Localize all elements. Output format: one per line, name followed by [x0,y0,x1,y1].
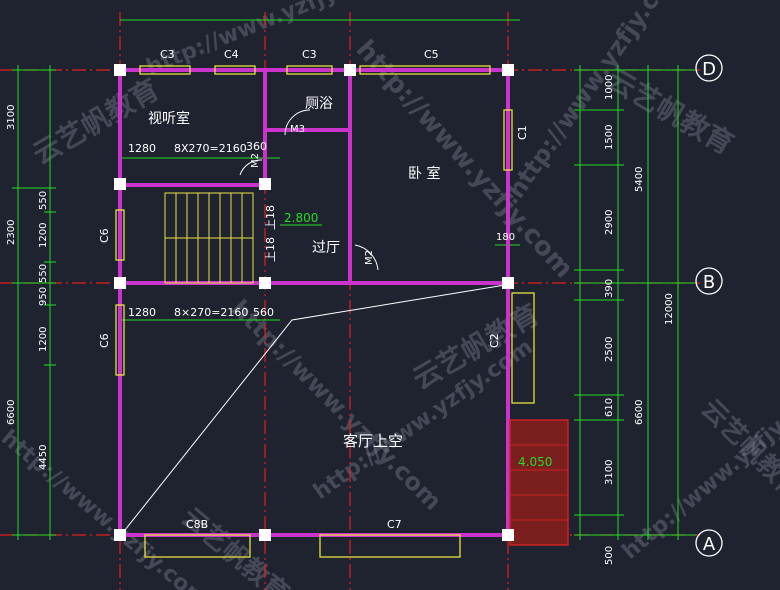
stair-dim: 8X270=2160 [174,142,247,155]
dim-text: 1200 [38,223,49,248]
axis-bubbles: D B A [695,54,723,557]
stair-dim: 8×270=2160 [174,306,248,319]
dim-text: 180 [496,232,515,243]
dim-text: 550 [38,264,49,283]
window-label: C6 [98,228,111,243]
room-living-void: 客厅上空 [343,432,403,450]
dim-text: 390 [604,279,615,298]
dimension-lines [12,19,696,540]
window-label: C1 [516,125,529,140]
window-label: C6 [98,333,111,348]
door-label: M3 [290,124,305,135]
dim-text: 5400 [634,167,645,192]
window-label: C4 [224,48,239,61]
stair-up-label: 上18 [264,205,277,230]
dim-text: 3100 [604,460,615,485]
dim-text: 500 [604,546,615,565]
dim-text: 12000 [664,293,675,325]
void-lines [124,284,506,531]
dim-text: 1000 [604,75,615,100]
dim-text: 550 [38,191,49,210]
stair-dim: 1280 [128,306,156,319]
dim-text: 610 [604,398,615,417]
columns [114,64,514,541]
window-label: C7 [387,518,402,531]
windows [115,65,535,558]
stair-up-label: 上18 [264,237,277,262]
dim-text: 2300 [6,220,17,245]
balcony [509,419,569,546]
room-bedroom: 卧 室 [408,165,440,182]
stair [164,192,254,284]
dim-text: 950 [38,287,49,306]
level-mark: 2.800 [284,211,318,225]
room-bathroom: 厕浴 [305,96,333,112]
window-label: C8B [186,518,208,531]
room-av: 视听室 [148,110,190,127]
dim-text: 2500 [604,337,615,362]
axis-label-b: B [703,272,715,293]
dim-text: 1500 [604,125,615,150]
stair-dim: 560 [253,306,274,319]
axis-label-d: D [702,59,716,80]
stair-dim: 1280 [128,142,156,155]
window-label: C5 [424,48,439,61]
level-mark: 4.050 [518,455,552,469]
window-label: C3 [302,48,317,61]
dim-text: 6600 [634,400,645,425]
axis-label-a: A [703,534,716,555]
dim-text: 3100 [6,105,17,130]
door-label: M2 [250,153,261,168]
dim-text: 4450 [38,445,49,470]
door-label: M2 [364,250,375,265]
doors [239,109,379,271]
dim-text: 6600 [6,400,17,425]
room-hall: 过厅 [312,240,340,256]
dim-text: 1200 [38,327,49,352]
window-label: C2 [488,333,501,348]
stair-dim: 360 [246,140,267,153]
dim-text: 2900 [604,210,615,235]
window-label: C3 [160,48,175,61]
